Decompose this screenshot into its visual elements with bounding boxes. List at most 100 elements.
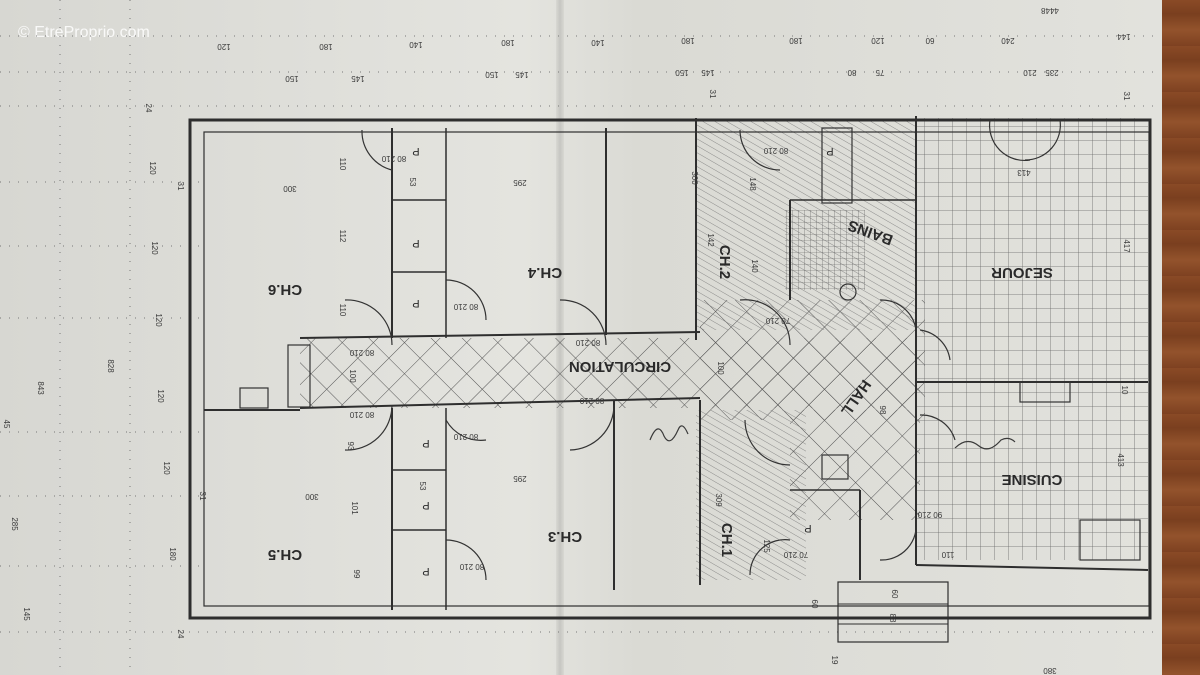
dim-label: 110: [941, 550, 954, 559]
door-dimensions: 80 210 80 210 80 210 80 210 80 210 80 21…: [349, 146, 942, 571]
dim-label: 150: [675, 68, 689, 77]
dim-label: 75: [875, 68, 884, 77]
dim-label: 120: [150, 241, 159, 255]
cuisine-floor: [916, 380, 1148, 560]
placard-label: P: [826, 145, 833, 157]
dim-label: 145: [22, 607, 31, 621]
dim-label: 4448: [1041, 6, 1059, 15]
kitchen-sink: [1079, 519, 1141, 561]
dim-label: 828: [106, 359, 115, 373]
room-label-ch2: CH.2: [716, 245, 733, 279]
bathroom-floor: [785, 210, 865, 290]
hall-tiles-lower: [790, 410, 920, 520]
heater: [239, 387, 269, 409]
dim-label: 98: [878, 406, 887, 415]
dim-label: 140: [591, 38, 605, 47]
placard-label: P: [412, 145, 419, 157]
dim-label: 148: [748, 177, 757, 191]
walls: [188, 116, 1152, 643]
dim-label: 93: [346, 442, 355, 451]
door-swings: [344, 119, 1061, 581]
dim-label: 31: [708, 90, 717, 99]
dim-label: 80 210: [579, 396, 604, 405]
dim-label: 150: [485, 70, 499, 79]
dim-label: 843: [36, 381, 45, 395]
room-label-ch3: CH.3: [548, 528, 582, 545]
handwritten-signatures: [649, 425, 1016, 450]
dim-label: 120: [217, 42, 231, 51]
dim-label: 300: [283, 184, 297, 193]
dim-label: 31: [1122, 92, 1131, 101]
dim-label: 100: [716, 361, 725, 375]
room-label-ch6: CH.6: [268, 281, 302, 298]
dim-label: 10: [1120, 386, 1129, 395]
dim-label: 309: [714, 493, 723, 507]
dim-label: 235: [1045, 68, 1059, 77]
dim-label: 380: [1043, 666, 1057, 675]
dim-label: 413: [1017, 168, 1031, 177]
dim-label: 180: [501, 38, 515, 47]
placard-label: P: [422, 565, 429, 577]
dim-label: 70 210: [765, 316, 790, 325]
dim-label: 110: [338, 304, 347, 317]
dim-label: 80 210: [349, 410, 374, 419]
dim-label: 19: [830, 656, 839, 665]
dim-label: 142: [706, 233, 715, 247]
fixtures: [239, 127, 1141, 561]
misc-dimensions: 110 112 110 101 99 93 53 53 148 140 142 …: [338, 158, 1131, 675]
dim-label: 24: [176, 630, 185, 639]
dim-label: 99: [352, 570, 361, 579]
dim-label: 80 210: [459, 562, 484, 571]
placard-label: P: [412, 297, 419, 309]
washbasin: [839, 283, 857, 301]
dim-label: 180: [789, 36, 803, 45]
dim-label: 140: [750, 259, 759, 273]
chimney-duct: [287, 344, 311, 408]
dim-label: 101: [350, 501, 359, 515]
dim-label: 45: [2, 420, 11, 429]
paper-fold: [556, 0, 564, 675]
dim-label: 180: [319, 42, 333, 51]
placard-label: P: [804, 522, 811, 534]
dim-label: 88: [888, 614, 897, 623]
dim-label: 285: [10, 517, 19, 531]
dim-label: 80 210: [453, 302, 478, 311]
dim-label: 144: [1117, 32, 1131, 41]
dim-label: 295: [513, 178, 527, 187]
dim-label: 70 210: [783, 550, 808, 559]
placard-label: P: [412, 237, 419, 249]
dim-label: 125: [762, 539, 771, 553]
wooden-table-edge: [1162, 0, 1200, 675]
dim-label: 90 210: [917, 510, 942, 519]
placard-label: P: [422, 437, 429, 449]
cooker-hood: [1019, 381, 1071, 403]
dim-label: 120: [148, 161, 157, 175]
dim-label: 300: [305, 492, 319, 501]
dim-label: 24: [144, 104, 153, 113]
dim-label: 60: [810, 600, 819, 609]
dim-label: 100: [348, 369, 357, 383]
dim-label: 53: [408, 178, 417, 187]
top-dimensions-row2: 150 145 150 145 150 145 80 75 210 235 44…: [285, 6, 1059, 83]
dim-label: 295: [513, 474, 527, 483]
dim-label: 417: [1122, 239, 1131, 253]
dim-label: 180: [681, 36, 695, 45]
dim-label: 120: [871, 36, 885, 45]
dimension-guides: [0, 0, 1160, 675]
dim-label: 120: [156, 389, 165, 403]
room-label-sejour: SEJOUR: [991, 264, 1053, 281]
dim-label: 31: [198, 492, 207, 501]
dim-label: 112: [338, 230, 347, 243]
dim-label: 145: [351, 74, 365, 83]
left-dimensions: 120 120 120 120 120 180 828 843 45 285 1…: [2, 90, 1131, 639]
placard-label: P: [422, 499, 429, 511]
placard-labels: P P P P P P P P: [412, 145, 833, 577]
watermark: © EtreProprio.com: [18, 24, 150, 41]
dim-label: 31: [176, 182, 185, 191]
floor-plan: CH.6 CH.5 CH.4 CH.3 CH.2 CH.1 CIRCULATIO…: [0, 0, 1160, 675]
dim-label: 80 210: [763, 146, 788, 155]
stair-box: [821, 454, 849, 480]
dim-label: 80: [847, 68, 856, 77]
room-label-ch4: CH.4: [527, 264, 562, 281]
dim-label: 80 210: [453, 432, 478, 441]
